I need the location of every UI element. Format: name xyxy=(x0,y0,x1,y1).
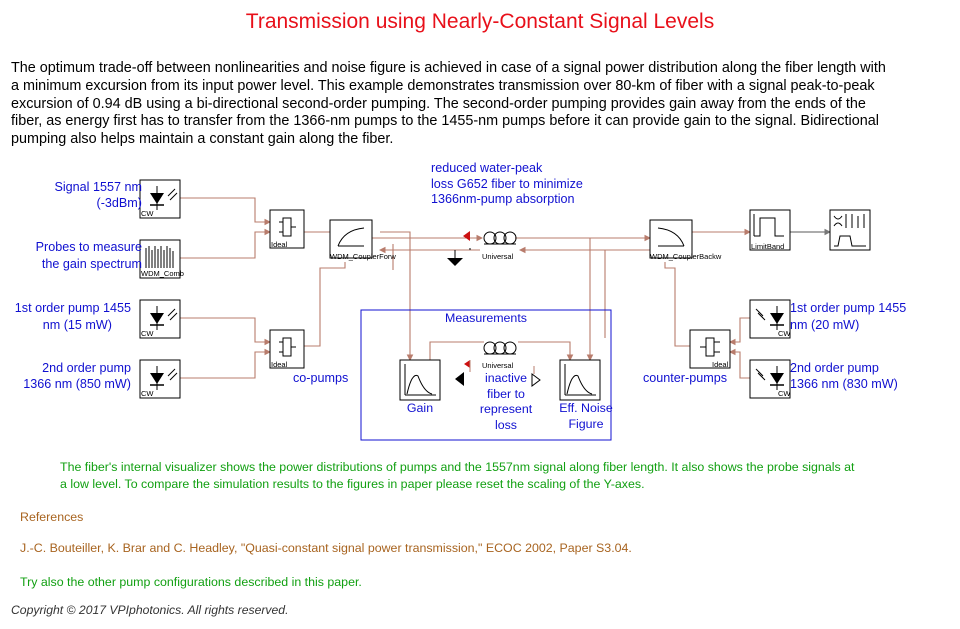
pump2-forward-source[interactable]: CW xyxy=(139,359,181,399)
noise-label-line1: Eff. Noise xyxy=(559,401,613,415)
signal-label-line1: Signal 1557 nm xyxy=(54,180,142,194)
cw-tag: CW xyxy=(141,209,154,218)
visualizer-note: The fiber's internal visualizer shows th… xyxy=(60,460,855,491)
references-heading: References xyxy=(20,510,84,524)
signal-analyzer[interactable] xyxy=(829,209,871,251)
co-pumps-label: co-pumps xyxy=(293,371,348,385)
reference-entry: J.-C. Bouteiller, K. Brar and C. Headley… xyxy=(20,541,632,555)
noise-label-line2: Figure xyxy=(568,417,603,431)
ground-icon xyxy=(447,250,463,266)
cw-tag: CW xyxy=(141,389,154,398)
pump2b-label-line1: 2nd order pump xyxy=(790,361,879,375)
fiber-label-line2: loss G652 fiber to minimize xyxy=(431,177,583,191)
counter-pumps-label: counter-pumps xyxy=(643,371,727,385)
signal-source[interactable]: CW xyxy=(139,179,181,219)
gain-analyzer[interactable] xyxy=(399,359,441,401)
main-fiber[interactable]: Universal xyxy=(463,231,517,261)
try-also-note: Try also the other pump configurations d… xyxy=(20,575,362,589)
limit-band-filter[interactable]: LimitBand xyxy=(749,209,791,251)
ideal-tag: Ideal xyxy=(271,360,288,369)
limit-band-tag: LimitBand xyxy=(751,242,784,251)
wires xyxy=(180,197,832,379)
signal-label-line2: (-3dBm) xyxy=(97,196,142,210)
universal-tag: Universal xyxy=(482,252,514,261)
pump2b-label-line2: 1366 nm (830 mW) xyxy=(790,377,898,391)
pump1f-label-line1: 1st order pump 1455 xyxy=(15,301,131,315)
wdm-backw-tag: WDM_CouplerBackw xyxy=(650,252,722,261)
copyright: Copyright © 2017 VPIphotonics. All right… xyxy=(11,603,289,617)
ideal-combiner-bottom[interactable]: Ideal xyxy=(269,329,305,369)
intro-paragraph: The optimum trade-off between nonlineari… xyxy=(11,60,886,148)
universal-tag: Universal xyxy=(482,361,514,370)
pump2f-label-line2: 1366 nm (850 mW) xyxy=(23,377,131,391)
page-title: Transmission using Nearly-Constant Signa… xyxy=(245,10,715,33)
fiber-label-line3: 1366nm-pump absorption xyxy=(431,192,575,206)
cw-tag: CW xyxy=(778,389,791,398)
pump1b-label-line2: nm (20 mW) xyxy=(790,318,859,332)
inactive-label-line4: loss xyxy=(495,418,517,432)
ideal-combiner-backward[interactable]: Ideal xyxy=(689,329,731,369)
measurements-box xyxy=(360,309,612,441)
inactive-label-line3: represent xyxy=(480,402,533,416)
pump1f-label-line2: nm (15 mW) xyxy=(43,318,112,332)
pump1-forward-source[interactable]: CW xyxy=(139,299,181,339)
inactive-label-line2: fiber to xyxy=(487,387,525,401)
ideal-combiner-top[interactable]: Ideal xyxy=(269,209,305,249)
wdm-coupler-backward[interactable]: WDM_CouplerBackw xyxy=(649,219,722,261)
pump2-backward-source[interactable]: CW xyxy=(749,359,791,399)
wdm-forw-tag: WDM_CouplerForw xyxy=(330,252,396,261)
measurements-title: Measurements xyxy=(445,311,527,325)
wdm-comb-tag: WDM_Comb xyxy=(141,269,184,278)
gain-label: Gain xyxy=(407,401,433,415)
pump1b-label-line1: 1st order pump 1455 xyxy=(790,301,906,315)
ideal-tag: Ideal xyxy=(271,240,288,249)
probes-label-line2: the gain spectrum xyxy=(42,257,142,271)
fiber-label-line1: reduced water-peak xyxy=(431,161,543,175)
ideal-tag: Ideal xyxy=(712,360,729,369)
pump2f-label-line1: 2nd order pump xyxy=(42,361,131,375)
cw-tag: CW xyxy=(141,329,154,338)
pump1-backward-source[interactable]: CW xyxy=(749,299,791,339)
probes-label-line1: Probes to measure xyxy=(36,240,142,254)
inactive-label-line1: inactive xyxy=(485,371,527,385)
noise-figure-analyzer[interactable] xyxy=(559,359,601,401)
inactive-arrow-icons xyxy=(455,366,541,387)
inactive-fiber[interactable]: Universal xyxy=(464,341,517,372)
wdm-coupler-forward[interactable]: WDM_CouplerForw xyxy=(329,219,396,261)
probes-source[interactable]: WDM_Comb xyxy=(139,239,184,279)
cw-tag: CW xyxy=(778,329,791,338)
